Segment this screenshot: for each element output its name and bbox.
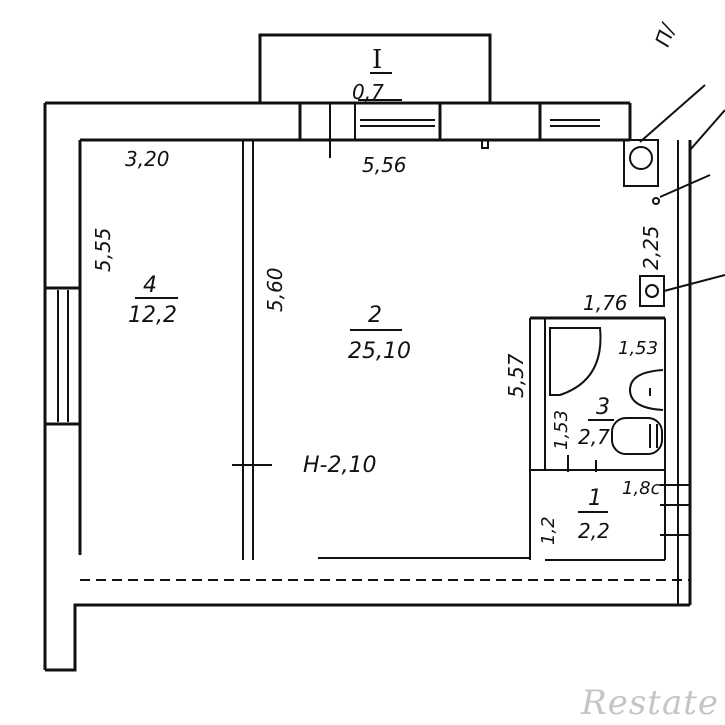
balcony-number: I — [372, 45, 382, 75]
room2-area: 25,10 — [348, 339, 411, 364]
vent-shafts — [623, 84, 725, 307]
balcony — [258, 33, 492, 103]
partition-4-2 — [232, 140, 272, 560]
sink — [628, 369, 664, 411]
ceiling-height: H-2,10 — [303, 453, 376, 478]
room4-area: 12,2 — [128, 303, 177, 328]
room2-length-label: 5,60 — [263, 267, 287, 312]
hall-width-label: 1,8c — [622, 478, 661, 499]
bath-width-label: 1,76 — [583, 291, 628, 315]
room4-length-label: 5,55 — [91, 227, 115, 272]
bathroom-block — [529, 316, 666, 561]
bath-depth-b-label: 1,53 — [551, 410, 572, 450]
left-window — [43, 286, 82, 426]
top-window — [298, 101, 442, 142]
meter-icon — [639, 275, 665, 307]
bath-length-label: 5,57 — [504, 353, 528, 398]
room1-area: 2,2 — [578, 519, 610, 543]
hall-depth-label: 1,2 — [538, 516, 559, 545]
pipe-icon — [652, 197, 660, 205]
watermark: Restate — [581, 683, 719, 723]
room1-number: 1 — [588, 486, 602, 511]
room2-number: 2 — [368, 303, 382, 328]
right-strip-label: 2,25 — [639, 225, 663, 270]
room2-width-label: 5,56 — [362, 153, 407, 177]
balcony-area: 0,7 — [352, 80, 384, 104]
bath-depth-a-label: 1,53 — [618, 338, 658, 359]
room4-width-label: 3,20 — [125, 147, 170, 171]
room3-number: 3 — [596, 395, 610, 420]
toilet — [611, 417, 663, 455]
right-stubs — [660, 484, 690, 536]
room4-number: 4 — [143, 273, 157, 298]
outer-walls — [43, 101, 692, 672]
annotation-mark: П/ — [650, 19, 681, 50]
shower-tray — [549, 327, 602, 396]
room3-area: 2,7 — [578, 425, 610, 449]
